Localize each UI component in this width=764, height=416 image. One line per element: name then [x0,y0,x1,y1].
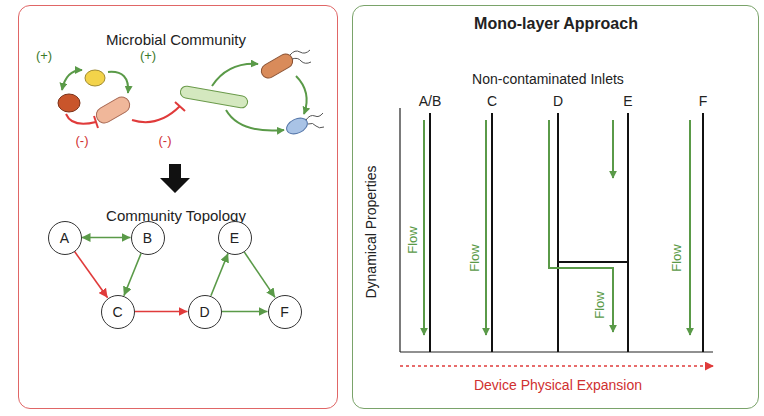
node-letter: C [112,304,122,320]
topology-node-circle: E [218,221,252,255]
flagellum [290,50,310,55]
topology-edge [211,253,228,295]
negative-interaction-line [132,106,180,122]
node-letter: F [280,304,289,320]
expansion-arrow [400,365,713,367]
inlet-label: A/B [419,94,442,109]
topology-edge [222,311,268,313]
topology-edge [135,311,188,313]
channel-line [627,113,629,352]
flow-label: Flow [468,244,482,271]
community-panel: Microbial CommunityCommunity TopologyA B C… [18,5,338,409]
flagellum [306,113,323,120]
orange-flagellate-microbe [259,51,295,80]
green-rod-microbe [179,85,248,109]
interaction-sign: (-) [159,134,172,148]
positive-interaction-arrow [226,110,284,131]
topology-node-circle: F [268,295,302,329]
approach-panel: Mono-layer Approach [352,5,759,409]
flow-arrow [549,120,613,332]
inlet-label: F [699,94,708,109]
positive-interaction-arrow [296,76,307,114]
axis-label: Device Physical Expansion [474,378,642,393]
inlet-label: D [553,94,563,109]
axis-label: Dynamical Properties [364,165,379,298]
panel-subheading: Community Topology [106,207,246,224]
positive-interaction-arrow [212,64,258,86]
red-microbe [58,94,80,112]
flagellum [292,58,311,63]
flagellum [308,123,324,127]
node-letter: D [199,304,209,320]
topology-edge [74,251,107,297]
node-letter: B [143,230,152,246]
node-letter: E [230,230,239,246]
flow-arrow [423,120,425,335]
topology-node-circle: D [188,295,222,329]
blue-microbe [284,115,310,137]
interaction-sign: (-) [76,134,89,148]
inlet-label: C [487,94,497,109]
flow-label: Flow [593,291,607,318]
inhibition-bar [175,102,185,111]
flow-arrow [612,120,614,178]
inlets-heading: Non-contaminated Inlets [472,72,624,87]
channel-junction [558,261,628,263]
x-axis [400,351,713,352]
negative-interaction-line [66,114,96,124]
topology-edge [124,253,141,295]
interaction-sign: (+) [36,49,52,63]
inlet-label: E [623,94,632,109]
interaction-sign: (+) [140,49,156,63]
panel-heading: Mono-layer Approach [474,15,638,33]
inhibition-bar [94,116,98,128]
flow-label: Flow [406,226,420,253]
topology-node-circle: B [131,221,165,255]
flow-label: Flow [670,244,684,271]
node-letter: A [60,230,69,246]
panel-heading: Microbial Community [106,31,246,48]
topology-edge [244,252,275,298]
yellow-microbe [85,70,105,86]
down-arrow [160,164,190,193]
positive-interaction-arrow [62,70,82,90]
topology-edge [82,237,131,239]
topology-node-circle: C [101,295,135,329]
flow-arrow [485,120,487,335]
channel-line [491,113,493,352]
flow-arrow [689,120,691,335]
positive-interaction-arrow [108,72,128,93]
y-axis [399,108,400,352]
channel-line [702,113,704,352]
channel-line [429,113,431,352]
pink-rod-microbe [93,94,132,126]
channel-line [557,113,559,352]
topology-node-circle: A [48,221,82,255]
